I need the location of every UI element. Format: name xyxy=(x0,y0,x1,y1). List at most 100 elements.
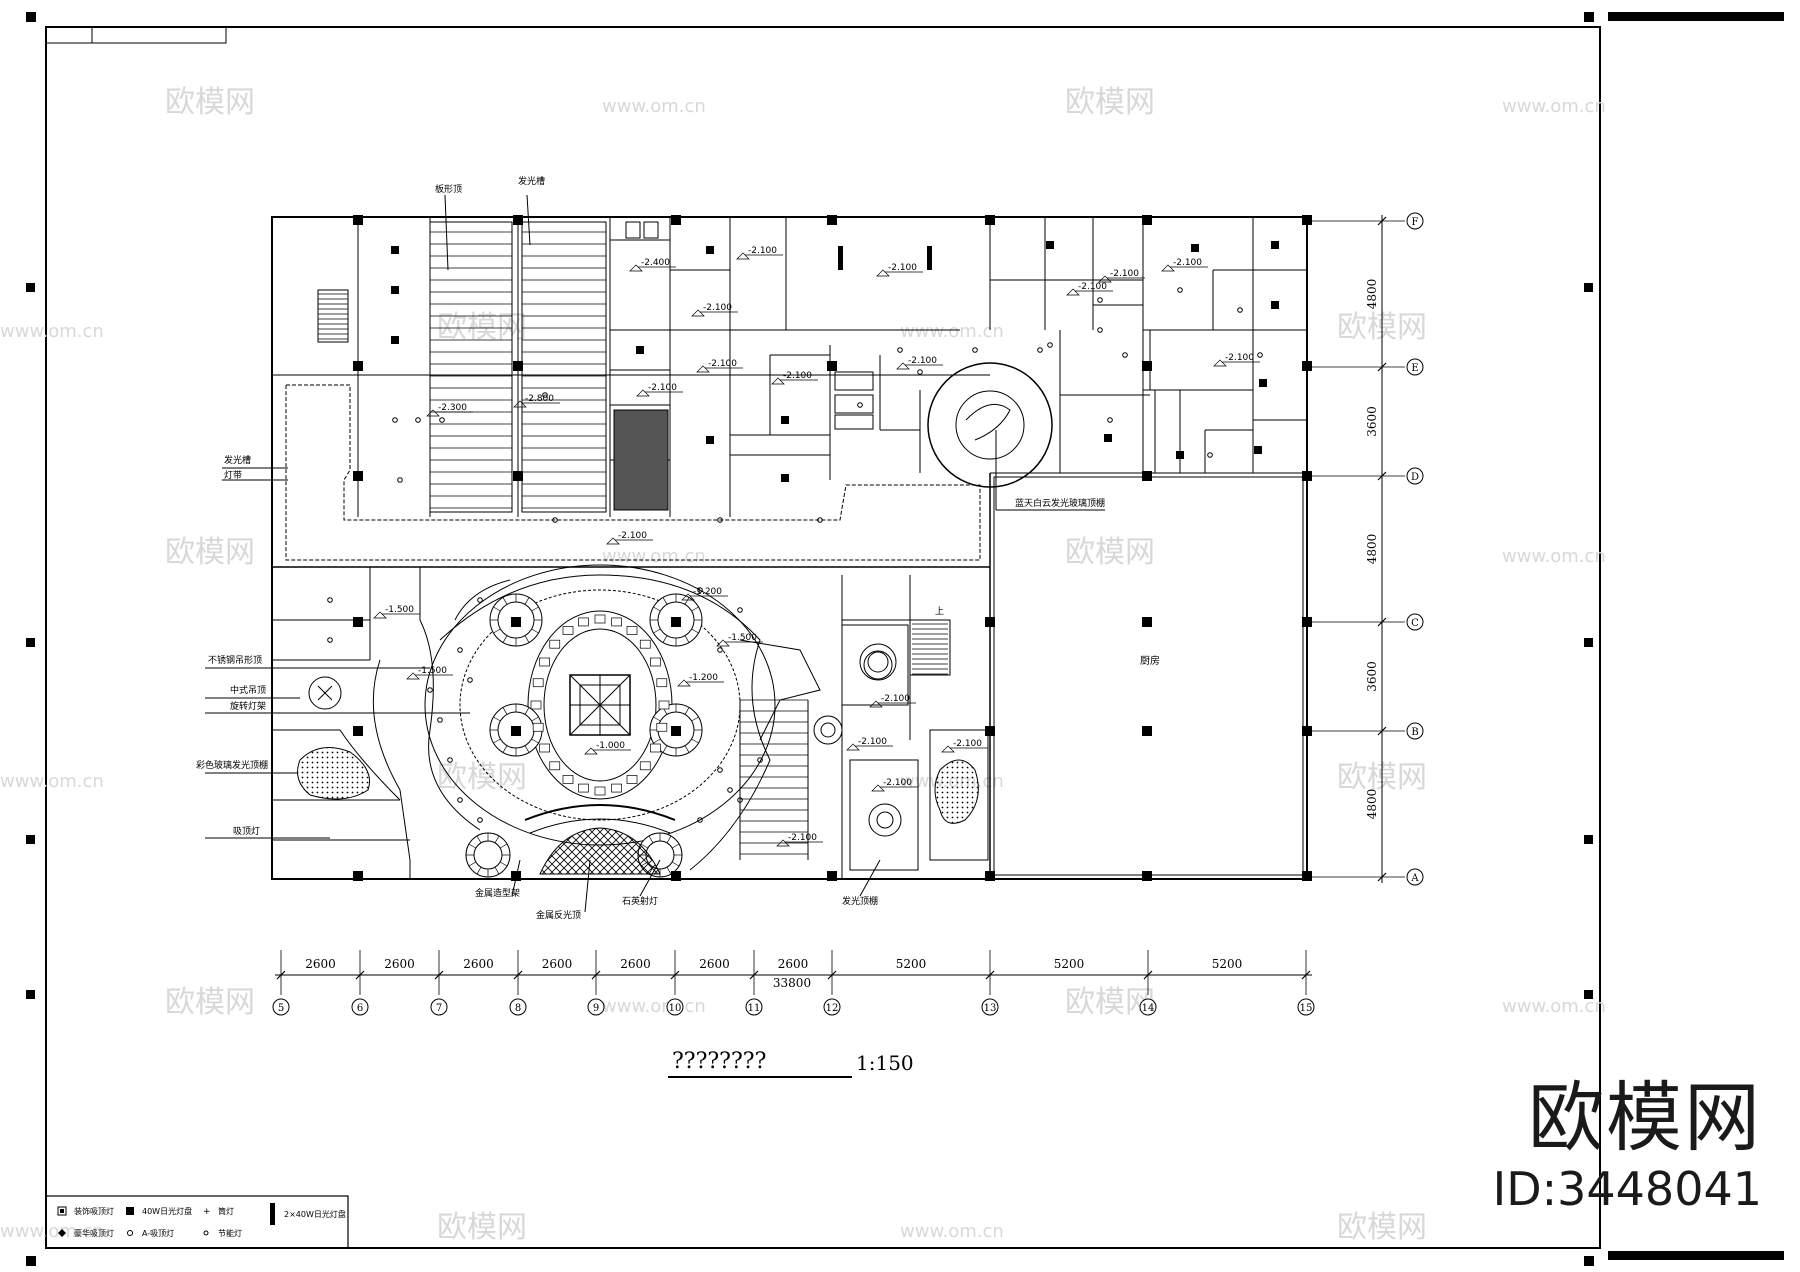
skylight-circle xyxy=(927,362,1053,488)
dark-ceiling-panel xyxy=(613,409,669,511)
column-axis-label: 9 xyxy=(593,1003,599,1014)
registration-marks xyxy=(26,12,1594,1266)
row-axis-label: C xyxy=(1411,618,1419,629)
seat xyxy=(611,783,622,793)
elevation-marks: -2.100-2.400-2.100-2.100-2.100-2.100-2.1… xyxy=(373,246,1260,847)
ceiling-light xyxy=(817,517,823,523)
elevation-label: -2.100 xyxy=(788,833,817,843)
elevation-label: -1.500 xyxy=(728,633,757,643)
elevation-label: -2.400 xyxy=(641,258,670,268)
watermark-text: 欧模网 xyxy=(165,985,255,1020)
panel-light xyxy=(1176,451,1184,459)
column-axis-bubble xyxy=(745,998,763,1016)
elevation-label: -2.100 xyxy=(1078,282,1107,292)
ceiling-light xyxy=(477,817,483,823)
ceiling-light xyxy=(392,417,398,423)
margin-mark xyxy=(26,638,35,647)
margin-mark xyxy=(1584,638,1593,647)
column xyxy=(1142,215,1152,225)
column-axis-label: 14 xyxy=(1142,1003,1155,1014)
legend-item: 40W日光灯盘 xyxy=(126,1206,192,1216)
column-axis-bubble xyxy=(509,998,527,1016)
column-axis-bubble xyxy=(272,998,290,1016)
column xyxy=(353,215,363,225)
label-skylight: 蓝天白云发光玻璃顶棚 xyxy=(1015,497,1105,509)
column-dimension: 5200 xyxy=(896,957,927,971)
panel-light xyxy=(391,286,399,294)
panel-light xyxy=(391,246,399,254)
row-axis-bubble xyxy=(1406,212,1424,230)
ceiling-light xyxy=(415,417,421,423)
sheet-bar-top xyxy=(1608,12,1784,21)
column xyxy=(1302,726,1312,736)
ceiling-light xyxy=(1122,352,1128,358)
column xyxy=(1302,471,1312,481)
column-axis-bubble xyxy=(1139,998,1157,1016)
row-dimension: 3600 xyxy=(1365,406,1379,437)
column xyxy=(353,617,363,627)
watermark-text: 欧模网 xyxy=(165,85,255,120)
column xyxy=(985,726,995,736)
row-axis-label: A xyxy=(1410,873,1419,884)
ceiling-light xyxy=(477,597,483,603)
elevation-label: -2.300 xyxy=(438,403,467,413)
column xyxy=(985,871,995,881)
panel-light xyxy=(706,436,714,444)
ceiling-light xyxy=(1047,342,1053,348)
panel-light xyxy=(706,246,714,254)
watermark-brand: 欧模网 ID:3448041 xyxy=(1462,1080,1762,1217)
seat xyxy=(549,639,561,649)
seat xyxy=(578,617,589,627)
legend-text: 装饰吸顶灯 xyxy=(74,1206,114,1216)
column xyxy=(1142,617,1152,627)
watermark-text: www.om.cn xyxy=(602,546,706,567)
label-xideng: 吸顶灯 xyxy=(233,826,260,837)
watermark-text: www.om.cn xyxy=(0,321,104,342)
watermark-text: 欧模网 xyxy=(165,535,255,570)
panel-light xyxy=(1046,241,1054,249)
ceiling-light xyxy=(1097,297,1103,303)
ceiling-light xyxy=(327,597,333,603)
watermark-text: www.om.cn xyxy=(602,996,706,1017)
watermark-text: 欧模网 xyxy=(1065,85,1155,120)
column xyxy=(511,726,521,736)
seat xyxy=(650,743,661,753)
watermark-text: 欧模网 xyxy=(437,1210,527,1245)
row-dimension: 4800 xyxy=(1365,534,1379,565)
column xyxy=(513,361,523,371)
elevation-label: -2.100 xyxy=(648,383,677,393)
seat xyxy=(656,678,668,688)
column xyxy=(513,215,523,225)
column-axis-bubble xyxy=(351,998,369,1016)
total-dimension: 33800 xyxy=(773,976,811,990)
legend-item: 节能灯 xyxy=(203,1228,242,1238)
light-trough xyxy=(285,384,981,561)
legend-text: 筒灯 xyxy=(218,1206,234,1216)
elevation-label: -2.100 xyxy=(1173,258,1202,268)
ceiling-light xyxy=(327,637,333,643)
drawing-title: ???????? xyxy=(672,1049,766,1074)
legend-item: +筒灯 xyxy=(203,1206,234,1217)
seat xyxy=(562,626,574,635)
column-axis-bubble xyxy=(430,998,448,1016)
ceiling-light xyxy=(737,797,743,803)
margin-mark xyxy=(26,990,35,999)
seat xyxy=(539,657,550,667)
column xyxy=(827,215,837,225)
row-axis-bubble xyxy=(1406,467,1424,485)
column xyxy=(671,215,681,225)
row-axis-bubble xyxy=(1406,868,1424,886)
double-panel-light xyxy=(927,246,932,270)
elevation-label: -1.200 xyxy=(693,587,722,597)
ceiling-light xyxy=(1107,417,1113,423)
ceiling-light xyxy=(1097,327,1103,333)
ceiling-light xyxy=(697,587,703,593)
column xyxy=(1302,215,1312,225)
corner-mark xyxy=(1584,12,1594,22)
watermark-text: www.om.cn xyxy=(1502,996,1606,1017)
ceiling-light xyxy=(1177,287,1183,293)
seat xyxy=(594,614,606,624)
panel-light xyxy=(1259,379,1267,387)
legend-text: A-吸顶灯 xyxy=(142,1228,174,1238)
column xyxy=(671,726,681,736)
